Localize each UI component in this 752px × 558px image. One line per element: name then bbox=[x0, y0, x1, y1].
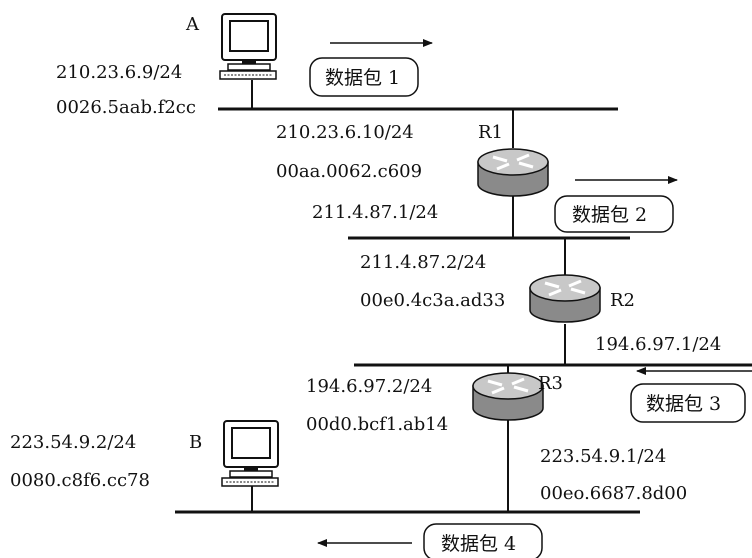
computer-icon bbox=[219, 13, 277, 80]
packet-1-label: 数据包 1 bbox=[325, 67, 400, 89]
r3-net3-mac: 00d0.bcf1.ab14 bbox=[306, 414, 448, 435]
router-icon bbox=[529, 274, 601, 323]
r1-net1-mac: 00aa.0062.c609 bbox=[276, 161, 422, 182]
r3-label: R3 bbox=[538, 373, 563, 394]
r2-net2-ip: 211.4.87.2/24 bbox=[360, 252, 486, 273]
r1-net1-ip: 210.23.6.10/24 bbox=[276, 122, 414, 143]
r3-net3-ip: 194.6.97.2/24 bbox=[306, 376, 432, 397]
packet-1-box bbox=[309, 57, 419, 97]
r2-label: R2 bbox=[610, 290, 635, 311]
r2-net2-mac: 00e0.4c3a.ad33 bbox=[360, 290, 505, 311]
host-b-ip: 223.54.9.2/24 bbox=[10, 432, 136, 453]
router-icon bbox=[477, 148, 549, 197]
router-icon bbox=[472, 372, 544, 421]
r1-label: R1 bbox=[478, 122, 503, 143]
host-b-label: B bbox=[189, 432, 202, 453]
r1-net2-ip: 211.4.87.1/24 bbox=[312, 202, 438, 223]
packet-2-label: 数据包 2 bbox=[572, 204, 647, 226]
host-a-ip: 210.23.6.9/24 bbox=[56, 62, 182, 83]
host-a-mac: 0026.5aab.f2cc bbox=[56, 97, 196, 118]
r2-net3-ip: 194.6.97.1/24 bbox=[595, 334, 721, 355]
host-a-label: A bbox=[185, 14, 200, 35]
r3-net4-mac: 00eo.6687.8d00 bbox=[540, 483, 687, 504]
r3-net4-ip: 223.54.9.1/24 bbox=[540, 446, 666, 467]
packet-4-box bbox=[423, 523, 543, 558]
computer-icon bbox=[221, 420, 279, 487]
packet-3-label: 数据包 3 bbox=[646, 393, 721, 415]
packet-3-box bbox=[630, 383, 746, 423]
packet-2-box bbox=[554, 195, 674, 233]
host-b-mac: 0080.c8f6.cc78 bbox=[10, 470, 150, 491]
packet-4-label: 数据包 4 bbox=[441, 533, 516, 555]
